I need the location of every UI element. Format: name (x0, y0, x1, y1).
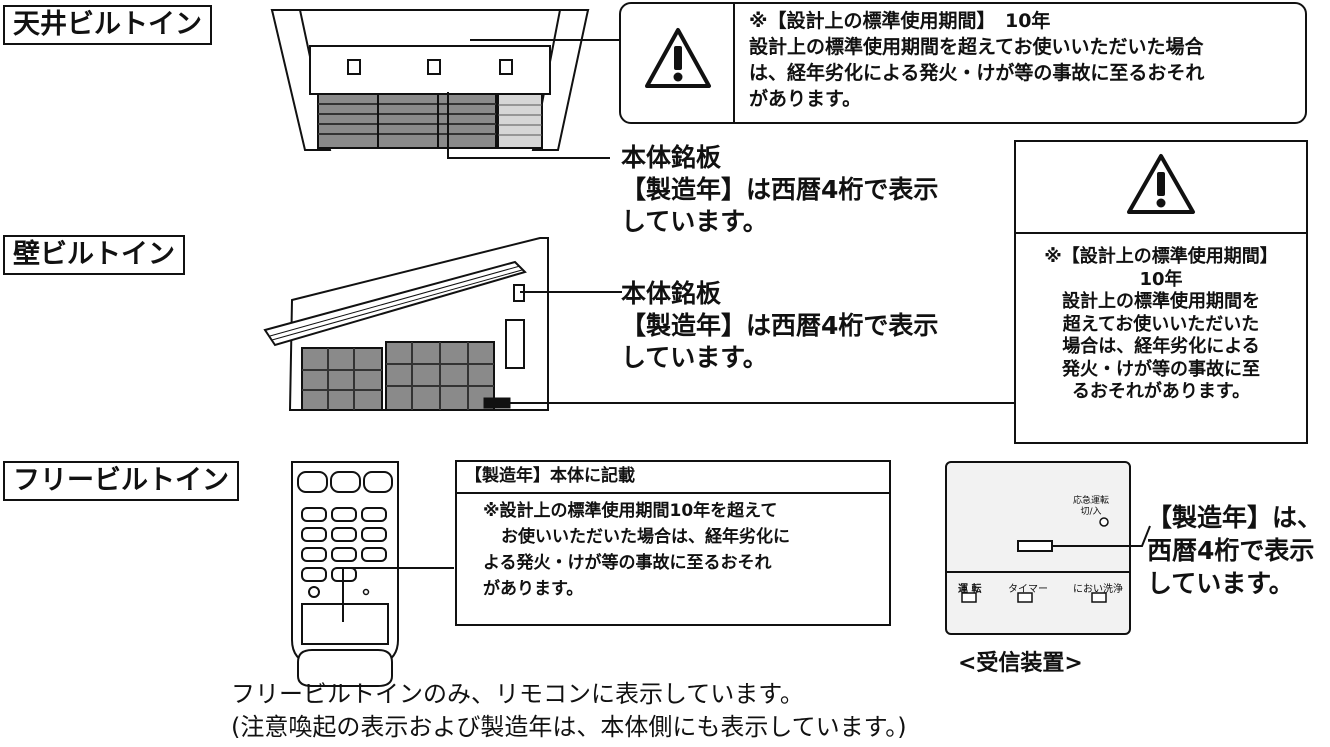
nameplate-ceiling: 本体銘板 【製造年】は西暦4桁で表示 しています。 (621, 142, 938, 238)
receiver-drawing (945, 461, 1131, 635)
remote-box-line: ※設計上の標準使用期間10年を超えて (483, 501, 778, 521)
right-warning-divider (1016, 232, 1306, 234)
nameplate-line: しています。 (621, 343, 768, 372)
receiver-caption: <受信装置> (958, 651, 1083, 676)
top-warning-line: は、経年劣化による発火・けが等の事故に至るおそれ (749, 62, 1205, 84)
top-warning-line: 設計上の標準使用期間を超えてお使いいただいた場合 (749, 36, 1204, 58)
nameplate-title: 本体銘板 (621, 143, 722, 172)
right-warning-line: 場合は、経年劣化による (1062, 336, 1260, 357)
receiver-emergency-label: 応急運転 切/入 (1073, 496, 1109, 518)
ceiling-unit-drawing (270, 9, 590, 151)
nameplate-title: 本体銘板 (621, 279, 722, 308)
remote-warning-box: 【製造年】本体に記載 ※設計上の標準使用期間10年を超えて お使いいただいた場合… (455, 460, 891, 626)
footer-note: フリービルトインのみ、リモコンに表示しています。 (注意喚起の表示および製造年は… (231, 678, 907, 744)
nameplate-line: 【製造年】は西暦4桁で表示 (621, 311, 939, 340)
receiver-note-line: 西暦4桁で表示 (1147, 536, 1315, 565)
warning-icon (645, 28, 711, 88)
nameplate-line: 【製造年】は西暦4桁で表示 (621, 175, 939, 204)
top-warning-box: ※【設計上の標準使用期間】 10年 設計上の標準使用期間を超えてお使いいただいた… (619, 2, 1307, 124)
receiver-run-label: 運 転 (958, 584, 982, 595)
right-warning-line: 超えてお使いいただいた (1062, 313, 1260, 335)
label-wall-builtin: 壁ビルトイン (3, 235, 185, 275)
nameplate-wall: 本体銘板 【製造年】は西暦4桁で表示 しています。 (621, 278, 938, 374)
label-ceiling-builtin: 天井ビルトイン (3, 5, 212, 45)
leader-receiver (1052, 525, 1151, 547)
wall-unit-drawing (263, 237, 549, 411)
receiver-timer-label: タイマー (1008, 584, 1048, 595)
top-warning-heading: ※【設計上の標準使用期間】 10年 (749, 10, 1051, 32)
leader-remote-box (342, 567, 454, 622)
right-warning-line: 設計上の標準使用期間を (1062, 291, 1260, 312)
leader-right-warning (510, 370, 1021, 404)
remote-box-header: 【製造年】本体に記載 (465, 466, 635, 486)
warning-icon (1127, 154, 1195, 214)
right-warning-box: ※【設計上の標準使用期間】 10年 設計上の標準使用期間を 超えてお使いいただい… (1014, 140, 1308, 444)
footer-line: (注意喚起の表示および製造年は、本体側にも表示しています。) (231, 713, 907, 741)
remote-box-divider (457, 492, 889, 494)
emergency-label-line: 切/入 (1080, 507, 1102, 517)
remote-box-line: があります。 (483, 579, 584, 599)
remote-box-line: よる発火・けが等の事故に至るおそれ (483, 553, 772, 573)
remote-control-drawing (291, 461, 399, 687)
label-free-builtin: フリービルトイン (3, 461, 239, 501)
right-warning-line: るおそれがあります。 (1071, 381, 1251, 402)
receiver-note-line: 【製造年】は、 (1147, 503, 1323, 532)
top-warning-line: があります。 (749, 88, 862, 110)
emergency-label-line: 応急運転 (1073, 496, 1110, 506)
receiver-note-line: しています。 (1147, 569, 1294, 598)
footer-line: フリービルトインのみ、リモコンに表示しています。 (231, 680, 804, 708)
right-warning-line: 発火・けが等の事故に至 (1062, 358, 1260, 380)
leader-plate-1 (447, 92, 610, 159)
right-warning-years: 10年 (1139, 268, 1183, 290)
top-warning-divider (733, 4, 735, 122)
right-warning-heading: ※【設計上の標準使用期間】 (1044, 246, 1278, 267)
receiver-note: 【製造年】は、 西暦4桁で表示 しています。 (1147, 501, 1322, 600)
nameplate-line: しています。 (621, 207, 768, 236)
remote-box-line: お使いいただいた場合は、経年劣化に (501, 527, 790, 547)
receiver-odor-wash-label: におい洗浄 (1073, 584, 1123, 595)
